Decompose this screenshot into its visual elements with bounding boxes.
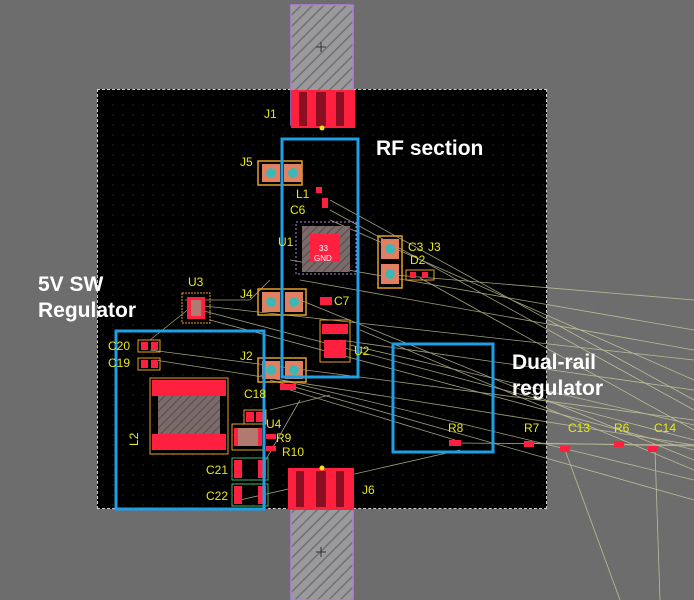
chip-u2[interactable] xyxy=(319,319,351,363)
rf-section-label: RF section xyxy=(376,137,484,160)
dual-rail-box xyxy=(391,342,495,454)
pad-label-33: 33 xyxy=(319,244,328,253)
ref-c21: C21 xyxy=(206,463,228,477)
ref-c18: C18 xyxy=(244,387,266,401)
ref-r6: R6 xyxy=(614,421,630,435)
sw-regulator-label-line1: 5V SW xyxy=(38,273,104,296)
sw-regulator-label-line2: Regulator xyxy=(38,299,137,322)
capacitor-small[interactable] xyxy=(280,384,296,390)
inductor-l2[interactable] xyxy=(149,377,229,455)
ref-j2: J2 xyxy=(240,349,253,363)
ref-c14: C14 xyxy=(654,421,676,435)
diode-d2[interactable] xyxy=(405,269,435,281)
ref-j5: J5 xyxy=(240,155,253,169)
capacitor-c21[interactable] xyxy=(231,457,269,481)
ref-j4: J4 xyxy=(240,287,253,301)
ref-d2: D2 xyxy=(410,253,426,267)
ref-u2: U2 xyxy=(354,344,370,358)
dual-rail-label-line2: regulator xyxy=(512,377,604,400)
ref-c3: C3 xyxy=(408,240,424,254)
capacitor-c7[interactable] xyxy=(320,297,332,305)
ref-c7: C7 xyxy=(334,294,350,308)
inductor-l1[interactable] xyxy=(316,187,328,208)
resistor-r7[interactable] xyxy=(524,441,534,447)
resistor-r10[interactable] xyxy=(266,446,276,451)
resistor-r6[interactable] xyxy=(614,441,624,447)
ref-c6: C6 xyxy=(290,203,306,217)
connector-j6[interactable] xyxy=(288,465,354,600)
ratsnest-lines xyxy=(149,199,694,600)
ref-u4: U4 xyxy=(266,417,282,431)
ref-r9: R9 xyxy=(276,431,292,445)
connector-j1[interactable] xyxy=(290,4,355,131)
capacitor-c19[interactable] xyxy=(137,357,161,371)
ref-c22: C22 xyxy=(206,489,228,503)
connector-j3[interactable] xyxy=(377,235,403,289)
ref-c13: C13 xyxy=(568,421,590,435)
rf-section-box xyxy=(280,137,360,379)
chip-u3[interactable] xyxy=(181,292,211,324)
capacitor-c22[interactable] xyxy=(231,483,269,507)
ref-u3: U3 xyxy=(188,275,204,289)
ref-r8: R8 xyxy=(448,421,464,435)
ref-u1: U1 xyxy=(278,235,294,249)
connector-j4[interactable] xyxy=(257,288,307,316)
dual-rail-label-line1: Dual-rail xyxy=(512,351,597,374)
capacitor-c14[interactable] xyxy=(648,446,658,452)
ref-c20: C20 xyxy=(108,339,130,353)
chip-u1[interactable] xyxy=(295,221,357,275)
ref-j3: J3 xyxy=(428,240,441,254)
resistor-r9[interactable] xyxy=(266,434,276,439)
capacitor-c13[interactable] xyxy=(560,446,570,452)
ref-l2: L2 xyxy=(127,432,141,446)
ref-l1: L1 xyxy=(296,187,310,201)
ref-c19: C19 xyxy=(108,356,130,370)
ref-j6: J6 xyxy=(362,483,375,497)
ref-r10: R10 xyxy=(282,445,304,459)
chip-u4[interactable] xyxy=(231,423,265,451)
pad-label-gnd: GND xyxy=(314,254,332,263)
sw-regulator-box xyxy=(114,329,266,511)
capacitor-c20[interactable] xyxy=(137,339,161,353)
ref-r7: R7 xyxy=(524,421,540,435)
resistor-r8[interactable] xyxy=(449,440,461,446)
ref-j1: J1 xyxy=(264,107,277,121)
connector-j5[interactable] xyxy=(257,160,303,186)
